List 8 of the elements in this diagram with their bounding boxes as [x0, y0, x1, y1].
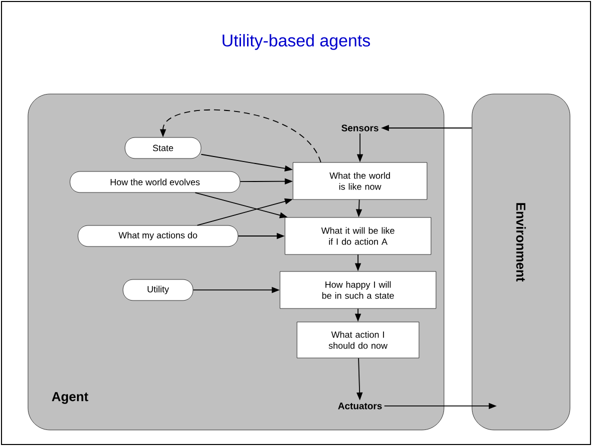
process-box: What the world is like now	[292, 162, 428, 200]
sensors-label: Sensors	[342, 124, 378, 132]
environment-band: Environment	[472, 94, 570, 430]
process-box: How happy I will be in such a state	[280, 271, 436, 309]
process-box: What it will be like if I do action A	[284, 217, 432, 255]
process-box: What action I should do now	[296, 322, 420, 358]
actuators-label: Actuators	[338, 402, 382, 410]
slide-title: Utility-based agents	[222, 34, 370, 50]
